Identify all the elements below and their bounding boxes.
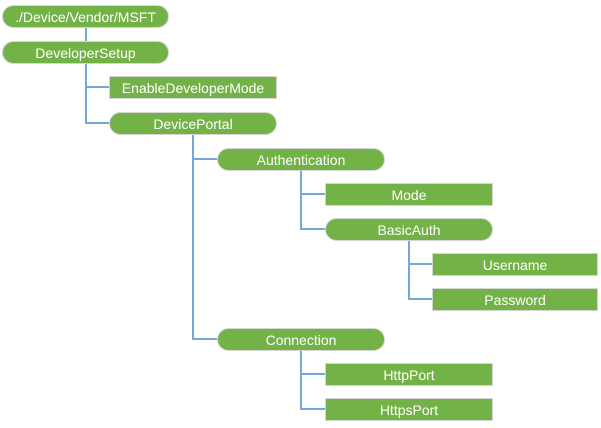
connector-trunk-basicauth — [408, 241, 410, 300]
tree-node-connection: Connection — [217, 328, 385, 351]
connector-trunk-authentication — [300, 171, 302, 230]
connector-root-to-developersetup — [85, 28, 87, 41]
connector-branch-username — [408, 263, 432, 265]
connector-branch-mode — [300, 193, 325, 195]
connector-branch-basicauth — [300, 228, 325, 230]
tree-node-httpport: HttpPort — [325, 363, 493, 386]
tree-node-developersetup: DeveloperSetup — [2, 41, 169, 64]
connector-trunk-developersetup — [85, 64, 87, 124]
tree-node-httpsport: HttpsPort — [325, 398, 493, 421]
connector-branch-password — [408, 298, 432, 300]
connector-trunk-deviceportal — [192, 135, 194, 340]
connector-branch-httpport — [300, 373, 325, 375]
connector-branch-connection — [192, 338, 217, 340]
tree-node-mode: Mode — [325, 183, 493, 206]
connector-trunk-connection — [300, 351, 302, 410]
tree-node-enabledevelopermode: EnableDeveloperMode — [109, 76, 277, 99]
connector-branch-httpsport — [300, 408, 325, 410]
connector-branch-deviceportal — [85, 122, 109, 124]
tree-node-authentication: Authentication — [217, 148, 385, 171]
connector-branch-authentication — [192, 158, 217, 160]
tree-node-password: Password — [432, 288, 598, 311]
tree-node-deviceportal: DevicePortal — [109, 112, 277, 135]
tree-node-username: Username — [432, 253, 598, 276]
tree-node-root-device-vendor-msft: ./Device/Vendor/MSFT — [2, 5, 169, 28]
tree-node-basicauth: BasicAuth — [325, 218, 493, 241]
connector-branch-enabledevelopermode — [85, 86, 109, 88]
